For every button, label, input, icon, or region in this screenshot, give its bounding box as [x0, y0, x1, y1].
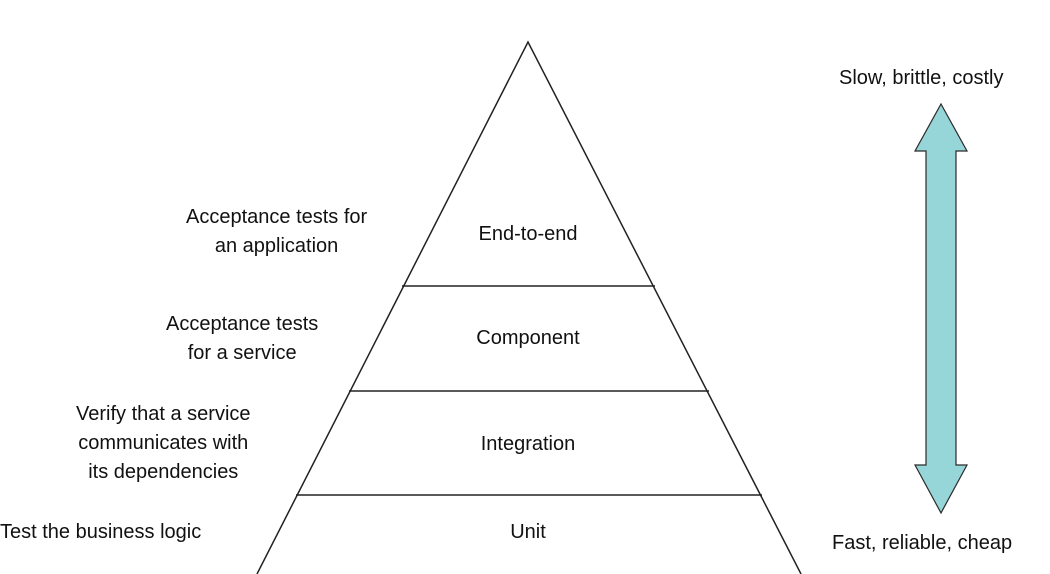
layer-integration-label: Integration	[480, 433, 576, 455]
layer-unit-description: Test the business logic	[0, 521, 202, 543]
pyramid-outline	[256, 40, 802, 574]
layer-end-to-end-description: Acceptance tests for an application	[186, 206, 368, 257]
layer-integration-description: Verify that a service communicates with …	[76, 403, 251, 483]
layer-component-label: Component	[476, 327, 580, 349]
layer-end-to-end-label: End-to-end	[478, 223, 578, 245]
scale-bottom-label: Fast, reliable, cheap	[832, 532, 1013, 554]
layer-unit-label: Unit	[510, 521, 546, 543]
scale-top-label: Slow, brittle, costly	[839, 67, 1004, 89]
layer-component-description: Acceptance tests for a service	[166, 313, 319, 364]
double-arrow-icon	[913, 102, 969, 515]
